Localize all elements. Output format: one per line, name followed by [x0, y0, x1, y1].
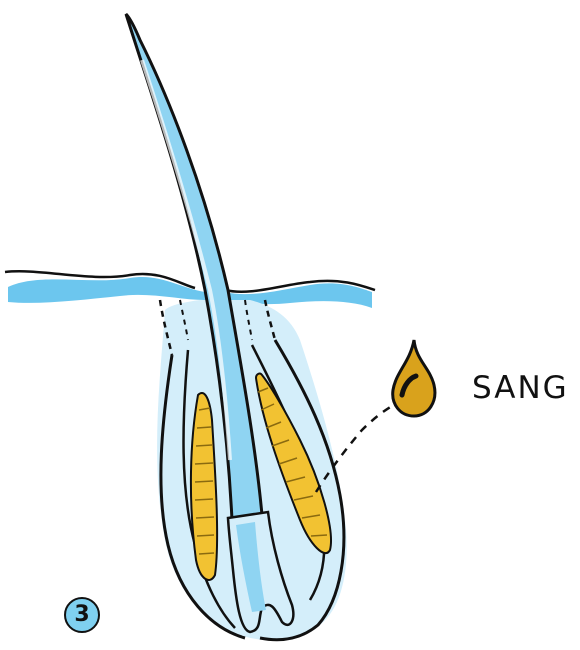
- step-number-badge: 3: [64, 597, 100, 633]
- blood-drop-icon: [393, 340, 435, 416]
- blood-label: SANG: [472, 370, 569, 406]
